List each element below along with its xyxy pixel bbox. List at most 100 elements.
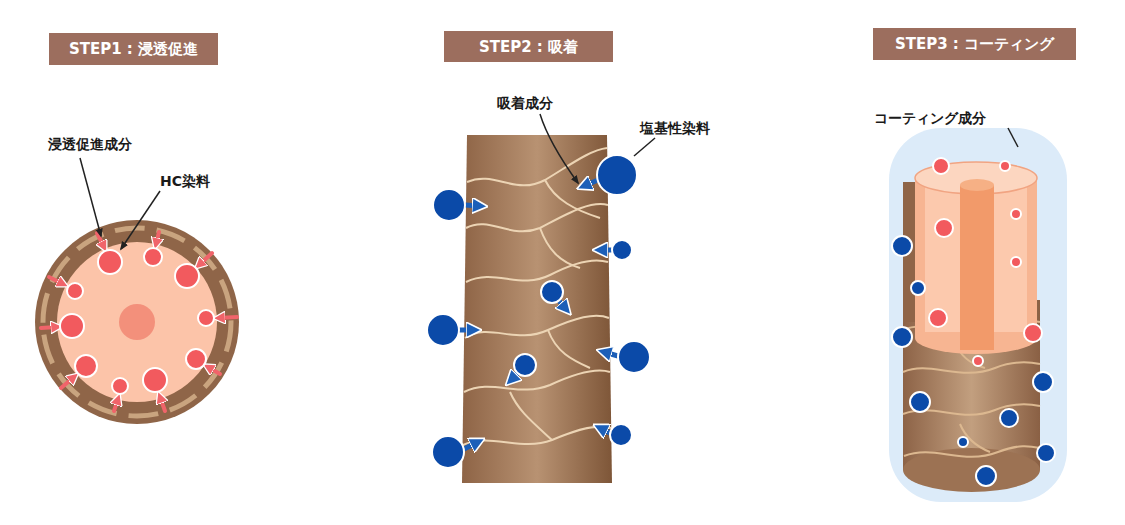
basic-dye-dot xyxy=(958,437,968,447)
step-header: STEP2 : 吸着 xyxy=(444,31,613,62)
coating-layer xyxy=(889,128,1067,502)
hc-dye-dot xyxy=(60,314,84,338)
basic-dye-dot xyxy=(1033,372,1053,392)
hc-dye-dot xyxy=(67,283,83,299)
step-header: STEP3 : コーティング xyxy=(873,28,1076,60)
penetration-arrow xyxy=(219,317,237,318)
adsorption-arrow xyxy=(600,428,610,433)
cuticle-scale xyxy=(466,261,608,282)
cuticle-scale xyxy=(465,316,609,338)
leader-line xyxy=(121,191,160,249)
penetration-arrow xyxy=(61,377,74,388)
cuticle-scale xyxy=(43,228,231,416)
basic-dye-dot xyxy=(597,155,637,195)
adsorption-arrow xyxy=(600,248,611,253)
cuticle-ring xyxy=(35,220,239,424)
basic-dye-dot xyxy=(427,314,459,346)
hair-cross-section xyxy=(35,158,239,424)
hc-dye-dot xyxy=(98,250,122,274)
cuticle-scale xyxy=(510,392,552,440)
hc-dye-dot xyxy=(935,219,953,237)
hc-dye-dot xyxy=(973,356,983,366)
adsorption-arrow xyxy=(465,205,480,206)
callout-label-box: 塩基性染料 xyxy=(640,118,710,137)
cuticle-scale xyxy=(545,180,600,218)
penetration-arrow xyxy=(199,253,212,265)
callout-label: 吸着成分 xyxy=(497,95,553,111)
adsorption-arrow xyxy=(459,328,474,333)
basic-dye-dot xyxy=(976,466,996,486)
hair-body xyxy=(903,448,1040,492)
hc-dye-dot xyxy=(143,368,167,392)
penetration-arrow xyxy=(208,367,220,374)
penetration-arrow xyxy=(49,277,63,284)
hc-dye-dot xyxy=(1011,257,1021,267)
leader-line xyxy=(540,114,578,183)
hc-dye-dot xyxy=(1011,209,1021,219)
adsorption-arrow xyxy=(560,302,566,309)
hc-dye-dot xyxy=(198,310,214,326)
medulla xyxy=(119,304,155,340)
basic-dye-dot xyxy=(433,189,465,221)
callout-label-box: 浸透促進成分 xyxy=(48,134,132,153)
callout-label: コーティング成分 xyxy=(874,110,986,126)
basic-dye-dot xyxy=(911,281,925,295)
medulla-top xyxy=(960,179,994,191)
leader-line xyxy=(1008,128,1018,147)
cuticle-scale xyxy=(540,228,580,268)
basic-dye-dot xyxy=(612,240,632,260)
hc-dye-dot xyxy=(1024,324,1042,342)
basic-dye-dot xyxy=(618,341,650,373)
step-title: STEP1 : 浸透促進 xyxy=(69,40,198,58)
step-title: STEP3 : コーティング xyxy=(895,35,1054,53)
callout-label-box: コーティング成分 xyxy=(874,108,986,127)
cuticle-scale xyxy=(903,362,1040,373)
callout-label: HC染料 xyxy=(160,173,210,189)
callout-label-box: 吸着成分 xyxy=(497,93,553,112)
hair-shaft xyxy=(427,114,655,483)
hc-dye-dot xyxy=(186,349,206,369)
basic-dye-dot xyxy=(610,424,632,446)
leader-line xyxy=(634,138,655,156)
hc-dye-dot xyxy=(1000,161,1010,171)
callout-label: 塩基性染料 xyxy=(640,120,710,136)
step-title: STEP2 : 吸着 xyxy=(479,38,578,56)
adsorption-arrow xyxy=(584,180,598,186)
callout-label-box: HC染料 xyxy=(160,171,210,190)
penetration-arrow xyxy=(160,397,165,411)
cuticle-scale xyxy=(467,148,607,185)
basic-dye-dot xyxy=(892,327,912,347)
shaft-body xyxy=(462,135,612,483)
step-header: STEP1 : 浸透促進 xyxy=(49,33,218,65)
hc-dye-dot xyxy=(175,264,199,288)
cuticle-scale xyxy=(464,371,610,392)
basic-dye-dot xyxy=(1000,409,1018,427)
penetration-arrow xyxy=(114,399,118,411)
medulla xyxy=(960,185,994,350)
basic-dye-dot xyxy=(910,392,930,412)
adsorption-arrow xyxy=(464,442,478,449)
adsorption-arrow xyxy=(604,352,618,356)
hc-dye-dot xyxy=(75,355,97,377)
hc-dye-dot xyxy=(144,248,162,266)
basic-dye-dot xyxy=(1037,444,1055,462)
cuticle-scale xyxy=(904,446,1040,457)
adsorption-arrow xyxy=(511,374,517,380)
basic-dye-dot xyxy=(432,436,464,468)
basic-dye-dot xyxy=(514,354,536,376)
penetration-arrow xyxy=(156,232,159,244)
basic-dye-dot xyxy=(541,281,563,303)
leader-line xyxy=(80,158,101,236)
cuticle-scale xyxy=(548,330,590,368)
basic-dye-dot xyxy=(892,236,912,256)
cuticle-scale xyxy=(463,427,611,446)
hc-dye-dot xyxy=(933,158,949,174)
coated-hair xyxy=(889,128,1067,502)
penetration-arrow xyxy=(41,327,57,328)
callout-label: 浸透促進成分 xyxy=(48,136,132,152)
hc-dye-dot xyxy=(929,309,947,327)
hc-dye-dot xyxy=(112,378,128,394)
cortex xyxy=(57,242,217,402)
